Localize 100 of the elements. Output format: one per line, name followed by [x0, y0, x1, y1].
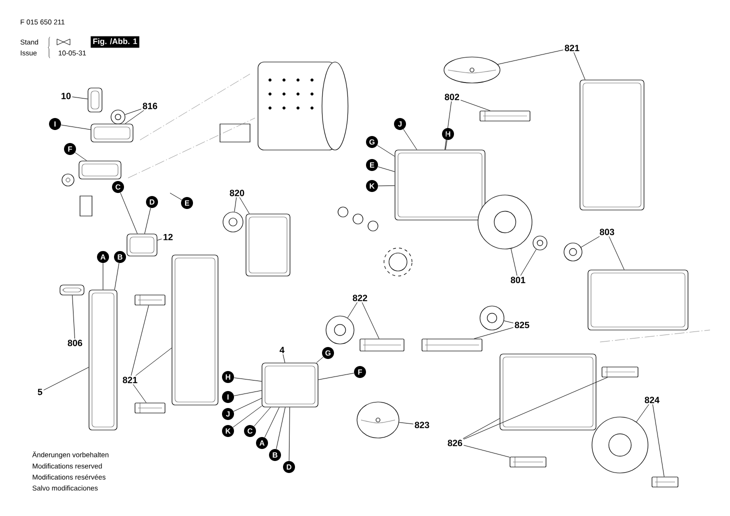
callout-number: 823 [414, 422, 430, 428]
leader-line [102, 262, 104, 290]
screw-drawing [602, 366, 638, 378]
figure-tag: Fig. /Abb. 1 [90, 36, 140, 48]
switch-cover-drawing [444, 56, 500, 84]
callout-number: 821 [122, 376, 138, 384]
chuck-drawing [592, 416, 648, 474]
leader-line [520, 249, 537, 276]
leader-line [574, 52, 586, 80]
leader-line [510, 248, 518, 276]
leader-line [504, 320, 514, 324]
callout-number: 825 [514, 322, 530, 328]
brush-holder-drawing [78, 160, 122, 180]
leader-line [347, 302, 358, 318]
leader-line [124, 108, 142, 115]
leader-line [43, 367, 89, 390]
screw-drawing [134, 294, 166, 306]
leader-line [318, 372, 354, 380]
leader-line [232, 406, 262, 428]
callout-number: 802 [444, 94, 460, 100]
callout-number: 803 [600, 228, 614, 236]
leader-line [234, 197, 237, 212]
callout-number: 816 [142, 102, 158, 110]
power-cord-drawing [88, 290, 118, 430]
leader-line [463, 445, 510, 458]
callout-number: 826 [448, 440, 462, 446]
leader-line [652, 404, 664, 477]
leader-line [316, 356, 324, 363]
callout-number: 5 [38, 388, 42, 396]
leader-line [636, 404, 650, 422]
baffle-drawing [478, 194, 532, 250]
leader-line [378, 185, 395, 186]
leader-line [378, 166, 395, 172]
handle-drawing [580, 80, 644, 210]
leader-line [254, 407, 271, 427]
armature-drawing [588, 270, 688, 330]
callout-number: 806 [68, 340, 82, 346]
callout-number: 12 [164, 234, 173, 240]
callout-number: 821 [564, 44, 580, 52]
callout-number: 822 [352, 294, 368, 302]
leader-line [462, 418, 500, 439]
screw-drawing [652, 476, 678, 488]
leader-line [72, 295, 75, 339]
leader-line [474, 327, 514, 339]
leader-line [132, 384, 146, 403]
gear-plate-drawing [246, 214, 290, 276]
callout-number: 820 [230, 190, 244, 196]
brush-holder-drawing [90, 124, 134, 142]
leader-line [398, 422, 414, 424]
capacitor-drawing [126, 234, 158, 256]
knob-drawing [356, 402, 400, 438]
spindle-drawing [422, 338, 482, 352]
bearing-drawing [564, 242, 582, 262]
leader-line [264, 407, 280, 438]
screw-drawing [510, 456, 546, 468]
shaft-drawing [360, 338, 404, 352]
handle-drawing [172, 254, 218, 406]
leader-line [445, 140, 448, 150]
ring-drawing [532, 236, 548, 250]
bearing-drawing [222, 212, 244, 232]
leader-line [580, 236, 600, 248]
stator-drawing [394, 150, 486, 220]
brush-drawing [88, 88, 102, 112]
leader-line [460, 100, 490, 111]
callout-number: 10 [62, 92, 71, 100]
leader-line [144, 208, 151, 234]
leader-line [114, 262, 120, 290]
leader-line [234, 390, 262, 396]
callout-number: 4 [280, 346, 284, 354]
gear-drawing [326, 316, 354, 344]
leader-line [233, 398, 262, 412]
leader-line [608, 236, 624, 270]
leader-line [497, 50, 564, 65]
leader-line [282, 354, 286, 363]
leader-line [157, 238, 162, 241]
leader-line [130, 305, 149, 376]
leader-line [234, 378, 262, 382]
bearing-drawing [480, 306, 504, 330]
leader-line [276, 407, 286, 450]
leader-line [377, 145, 395, 157]
leader-line [288, 407, 290, 462]
spring-drawing [110, 110, 126, 124]
leader-line [124, 110, 144, 124]
screw-drawing [134, 402, 166, 414]
leader-line [72, 96, 88, 100]
gear-housing-drawing [500, 354, 596, 430]
leader-line [362, 302, 380, 339]
screw-drawing [480, 110, 530, 122]
leader-line [120, 192, 138, 234]
leader-line [60, 124, 91, 130]
callout-number: 801 [510, 276, 526, 284]
callout-number: 824 [644, 396, 660, 404]
leader-line [403, 128, 418, 150]
leader-line [239, 197, 250, 214]
leader-line [170, 192, 182, 200]
switch-drawing [262, 362, 318, 408]
leader-line [135, 348, 172, 376]
cord-clamp-drawing [60, 284, 84, 296]
leader-line [444, 101, 452, 150]
leader-line [74, 152, 87, 161]
